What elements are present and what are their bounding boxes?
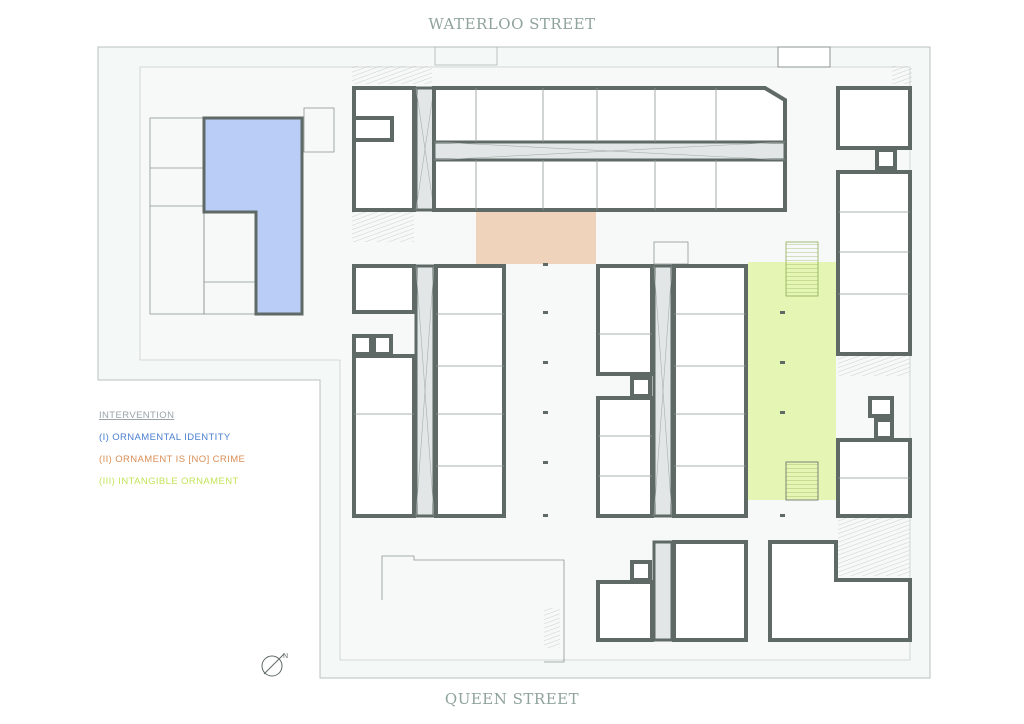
building-south: [381, 540, 912, 663]
zone-ornament-is-no-crime: [476, 212, 596, 264]
hatch-area: [838, 516, 910, 576]
north-arrow-icon: N: [261, 653, 288, 677]
zone-intangible-ornament: [748, 241, 836, 501]
hatch-area: [544, 608, 560, 648]
legend-title: INTERVENTION: [99, 410, 175, 421]
legend-item-ornamental-identity: (I) ORNAMENTAL IDENTITY: [99, 432, 231, 443]
bollards: [543, 263, 785, 517]
ramp-north: [434, 46, 498, 66]
legend-item-ornament-is-no-crime: (II) ORNAMENT IS [NO] CRIME: [99, 454, 246, 465]
street-label-north: WATERLOO STREET: [428, 15, 596, 33]
hatch-area: [892, 66, 912, 84]
hatch-area: [352, 66, 432, 84]
stair-north: [777, 46, 831, 68]
hatch-area: [838, 356, 910, 376]
svg-text:N: N: [283, 653, 288, 660]
building-north-block: [352, 86, 787, 212]
building-west-middle: [352, 264, 506, 518]
kiosk: [653, 241, 689, 265]
street-label-south: QUEEN STREET: [444, 690, 580, 708]
zone-ornamental-identity: [149, 107, 335, 316]
legend: INTERVENTION (I) ORNAMENTAL IDENTITY (II…: [99, 405, 245, 493]
building-east-block: [836, 86, 912, 518]
building-central: [596, 264, 748, 518]
hatch-area: [352, 212, 414, 242]
legend-item-intangible-ornament: (III) INTANGIBLE ORNAMENT: [99, 476, 239, 487]
